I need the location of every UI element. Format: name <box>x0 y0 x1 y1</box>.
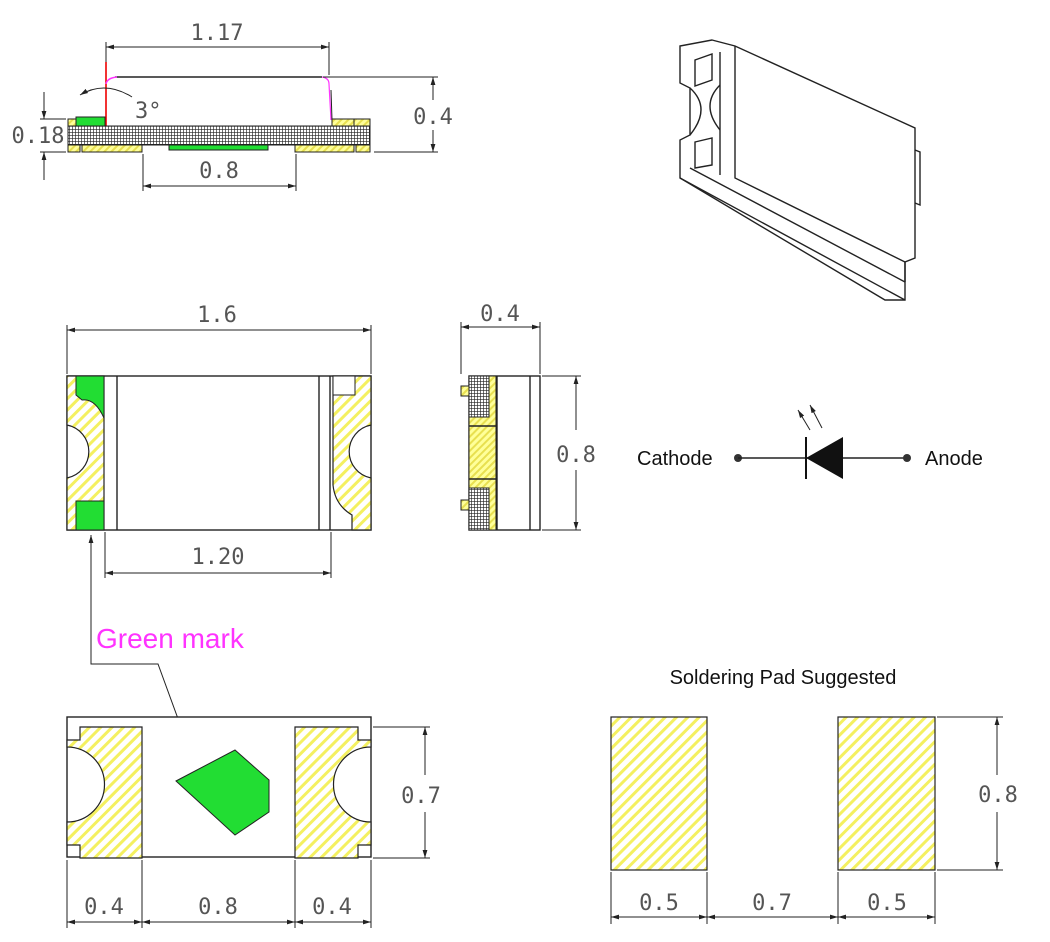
angle-arc <box>79 87 133 98</box>
green-mark-side <box>75 116 106 127</box>
green-mark-polarity <box>175 749 270 836</box>
diode-schematic: Cathode Anode <box>637 404 983 479</box>
isometric-view <box>679 39 921 301</box>
dim-1-17: 1.17 <box>191 21 244 46</box>
dim-0-4-end: 0.4 <box>480 302 520 327</box>
lens-corner <box>321 76 332 121</box>
dim-0-8-end: 0.8 <box>556 443 596 468</box>
dim-pad-right-width: 0.5 <box>867 891 907 916</box>
top-view: 1.6 1.20 <box>66 303 372 578</box>
dim-pad-left-width: 0.5 <box>639 891 679 916</box>
solder-pad-left <box>610 716 708 871</box>
cathode-label: Cathode <box>637 448 713 470</box>
dim-pad-height: 0.8 <box>978 783 1018 808</box>
anode-terminal <box>903 454 911 462</box>
light-arrow-icon <box>797 409 811 431</box>
green-mark-label: Green mark <box>96 623 245 654</box>
dim-0-8: 0.8 <box>199 159 239 184</box>
soldering-pad-title: Soldering Pad Suggested <box>670 667 897 689</box>
green-mark-leader <box>90 535 197 769</box>
diode-triangle-icon <box>806 437 843 479</box>
side-view: 1.17 3° 0.4 0.18 0.8 <box>12 21 453 191</box>
dim-0-7: 0.7 <box>401 784 441 809</box>
dim-0-4: 0.4 <box>413 105 453 130</box>
pcb-substrate <box>67 125 371 146</box>
solder-pad-right <box>837 716 936 871</box>
dim-pad-gap: 0.7 <box>752 891 792 916</box>
dim-1-6: 1.6 <box>197 303 237 328</box>
dim-0-18: 0.18 <box>12 124 65 149</box>
dim-1-20: 1.20 <box>192 545 245 570</box>
dim-gap: 0.8 <box>198 895 238 920</box>
end-view: 0.4 0.8 <box>460 302 596 531</box>
angle-3-deg: 3° <box>135 99 162 124</box>
bottom-view: 0.7 0.4 0.8 0.4 <box>66 716 441 928</box>
dim-left-pad: 0.4 <box>84 895 124 920</box>
soldering-pad-view: Soldering Pad Suggested 0.8 0.5 0.7 0.5 <box>610 667 1018 924</box>
lens-corner <box>105 76 118 85</box>
light-arrow-icon <box>809 404 823 429</box>
anode-label: Anode <box>925 448 983 470</box>
dim-right-pad: 0.4 <box>312 895 352 920</box>
